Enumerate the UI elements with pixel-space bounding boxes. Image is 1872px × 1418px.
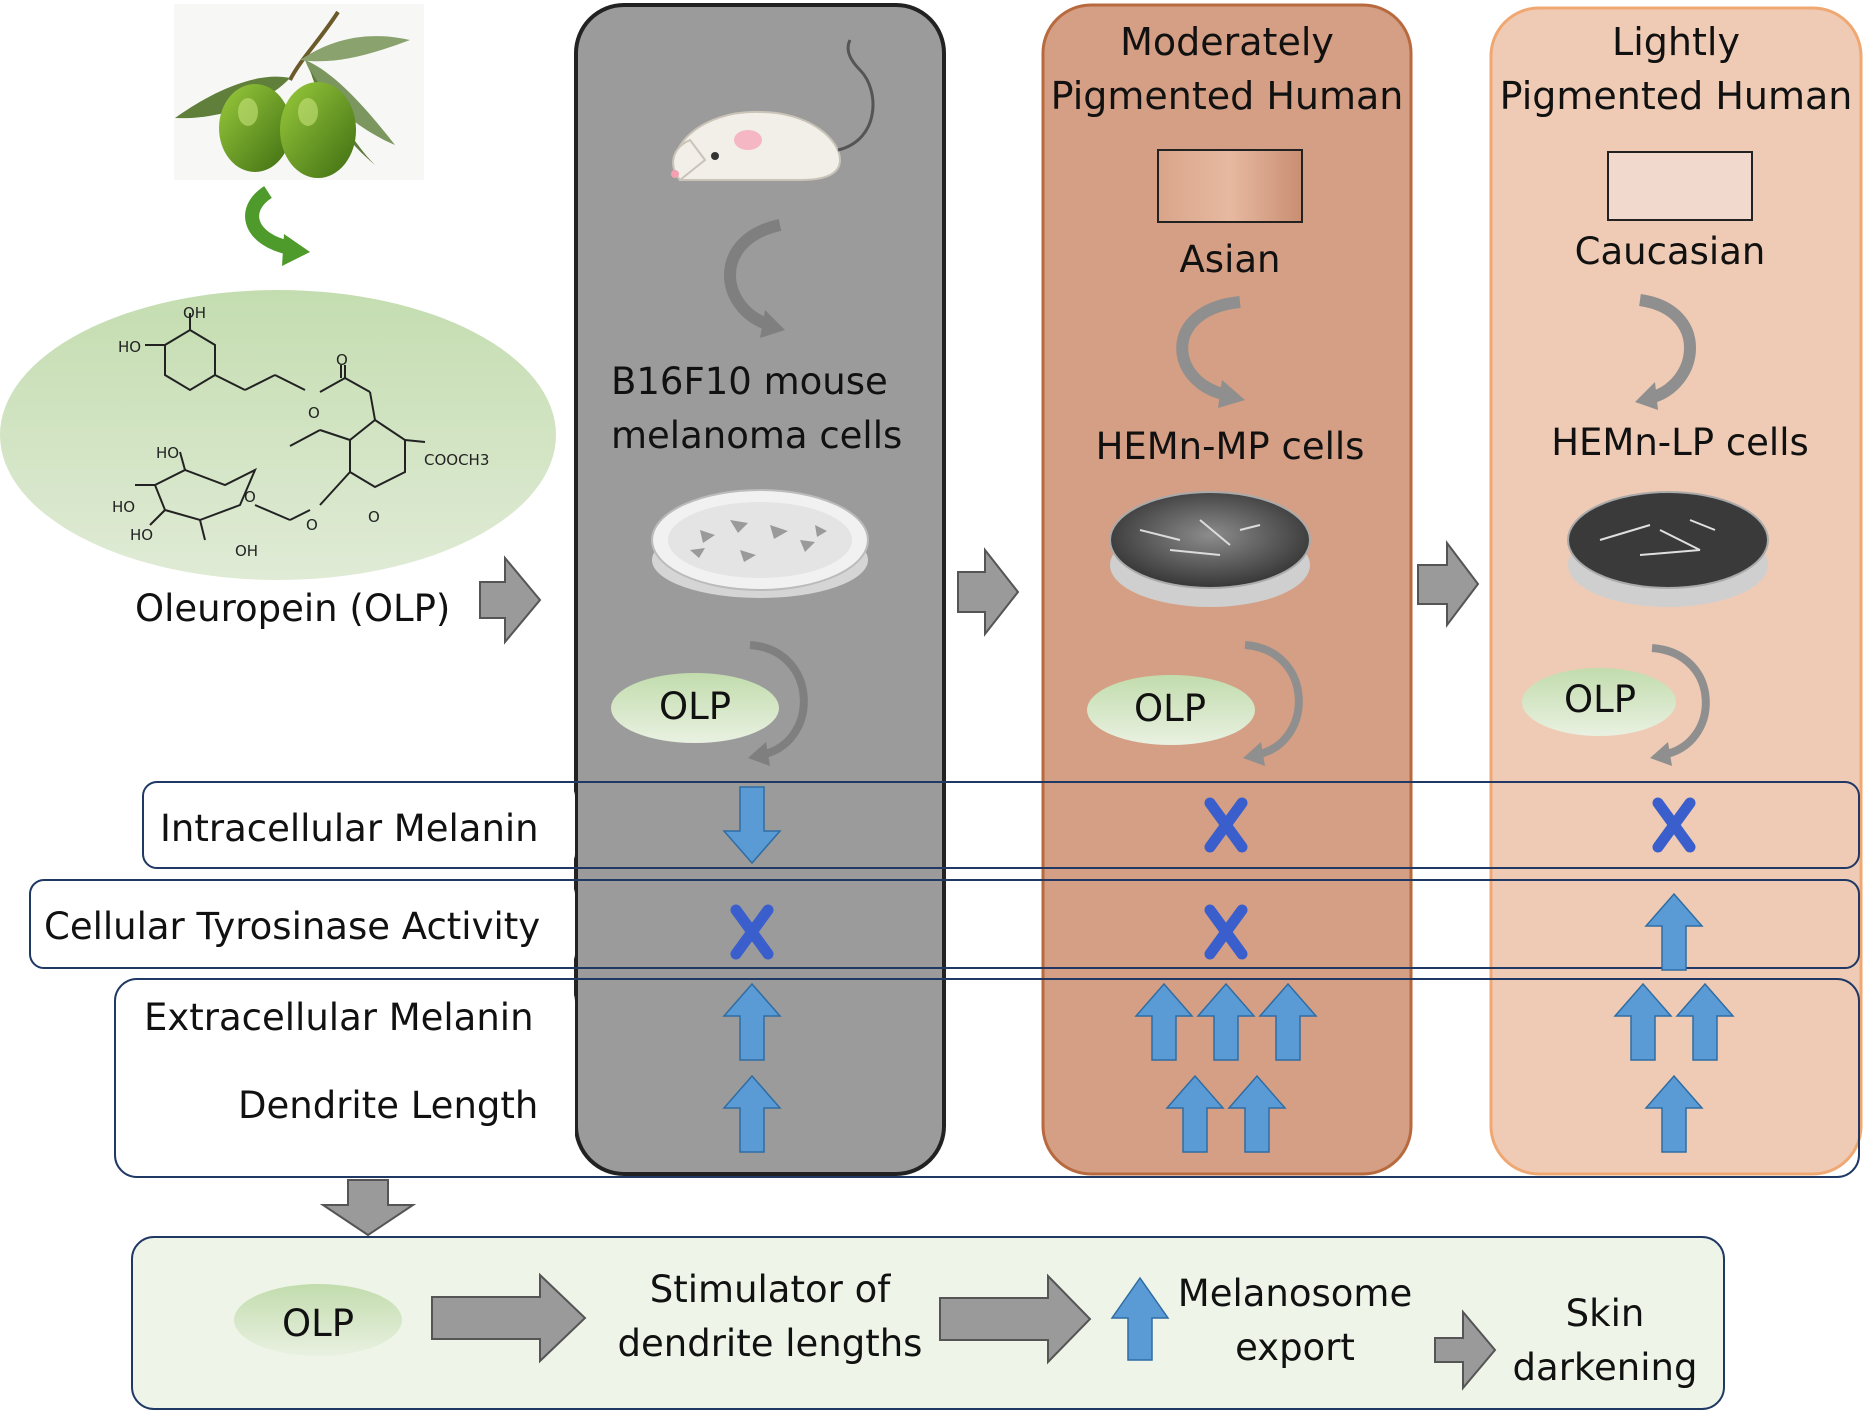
row-label-dendrite: Dendrite Length [238,1084,539,1127]
pathway-step1-line2: dendrite lengths [617,1322,923,1365]
olp-ellipse-mouse [611,673,779,743]
pathway-step2-line2: export [1235,1326,1355,1369]
mol-ester-o: O [308,404,320,422]
row-label-tyrosinase: Cellular Tyrosinase Activity [44,905,541,948]
effect-r3-c1-up-arrow-1 [1165,1074,1225,1153]
effect-r2-c2-up-arrow-1 [1613,982,1673,1061]
effect-r0-c0-down-arrow [722,786,782,865]
curved-arrow-mp [1176,296,1241,401]
effects-layer [722,786,1735,1153]
oleuropein-structure [135,313,426,541]
effect-r1-c0-no-change-mark [730,904,774,960]
lp-header-line1: Lightly [1612,20,1740,64]
lp-skin-type: Caucasian [1574,230,1766,273]
effect-r3-c2-up-arrow-1 [1644,1074,1704,1153]
mp-cells-label: HEMn-MP cells [1095,425,1365,468]
olp-label-mouse: OLP [658,685,732,728]
mol-ho-sugar-left: HO [112,498,135,516]
mol-oh-sugar-bottom: OH [235,542,258,560]
pathway-arrow-2 [939,1273,1092,1365]
lp-header-line2: Pigmented Human [1499,74,1853,118]
olp-ellipse-mp [1087,675,1255,745]
row-box-left-fill-2 [32,882,575,966]
olive-branch-image [174,4,424,180]
curved-arrow-mouse [724,219,782,331]
pathway-step1-line1: Stimulator of [649,1268,891,1311]
row-box-left-fill-1 [145,784,575,866]
petri-dish-mouse [651,489,869,598]
mouse-cells-title-line1: B16F10 mouse [611,360,888,403]
pathway-box [131,1236,1725,1410]
pathway-step3-line1: Skin [1565,1292,1645,1335]
mouse-cells-title-line2: melanoma cells [611,414,903,457]
mp-skin-type: Asian [1179,238,1281,281]
pathway-step2-line1: Melanosome [1177,1272,1413,1315]
olp-ellipse-lp [1522,668,1676,736]
mp-header-line2: Pigmented Human [1050,74,1404,118]
effect-r1-c1-no-change-mark [1204,904,1248,960]
effect-r2-c2-up-arrow-2 [1675,982,1735,1061]
mouse-icon [671,39,875,182]
mol-ho-sugar-lower: HO [130,526,153,544]
pathway-olp-ellipse [234,1284,402,1356]
mol-pyran-o: O [368,508,380,526]
flow-arrow-down [319,1179,417,1237]
mol-ho-sugar-top: HO [156,444,179,462]
row-box-tyrosinase [29,879,1860,969]
olp-label-lp: OLP [1563,678,1637,721]
olp-label-mp: OLP [1133,687,1207,730]
petri-dish-mp [1109,491,1311,607]
row-label-extracellular: Extracellular Melanin [144,996,534,1039]
skin-swatch-caucasian [1607,151,1753,221]
flow-arrow-2 [957,547,1020,637]
treatment-arrow-mp [1244,641,1303,759]
row-box-left-fill-3 [117,981,575,1175]
row-label-intracellular: Intracellular Melanin [160,807,539,850]
pathway-up-arrow [1110,1276,1170,1361]
treatment-arrow-mouse [749,641,808,759]
flow-arrow-3 [1417,540,1480,628]
mol-keto-o: O [336,351,348,369]
effect-r1-c2-up-arrow [1644,892,1704,971]
skin-swatch-asian [1157,149,1303,223]
row-box-extracellular-dendrite [114,978,1860,1178]
pathway-step3-line2: darkening [1512,1346,1698,1389]
mol-sugar-ring-o: O [244,488,256,506]
mol-ho-left: HO [118,338,141,356]
mp-header-line1: Moderately [1120,20,1334,64]
green-curved-arrow [245,186,292,255]
effect-r2-c1-up-arrow-3 [1258,982,1318,1061]
flow-arrow-1 [479,555,542,645]
treatment-arrow-lp [1651,644,1710,759]
effect-r3-c0-up-arrow-1 [722,1074,782,1153]
mol-glyco-o: O [306,516,318,534]
row-box-intracellular [142,781,1860,869]
pathway-olp-label: OLP [281,1302,355,1345]
pathway-arrow-3 [1434,1309,1497,1391]
effect-r0-c2-no-change-mark [1652,797,1696,853]
mol-oh-top: OH [183,304,206,322]
effect-r0-c1-no-change-mark [1204,797,1248,853]
effect-r2-c0-up-arrow-1 [722,982,782,1061]
compound-name: Oleuropein (OLP) [135,587,451,630]
effect-r2-c1-up-arrow-2 [1196,982,1256,1061]
petri-dish-lp [1567,491,1769,607]
curved-arrow-lp [1638,294,1696,404]
lp-cells-label: HEMn-LP cells [1551,421,1809,464]
effect-r2-c1-up-arrow-1 [1134,982,1194,1061]
mol-cooch3: COOCH3 [424,451,489,469]
pathway-arrow-1 [431,1272,587,1364]
molecule-ellipse [0,290,556,580]
effect-r3-c1-up-arrow-2 [1227,1074,1287,1153]
